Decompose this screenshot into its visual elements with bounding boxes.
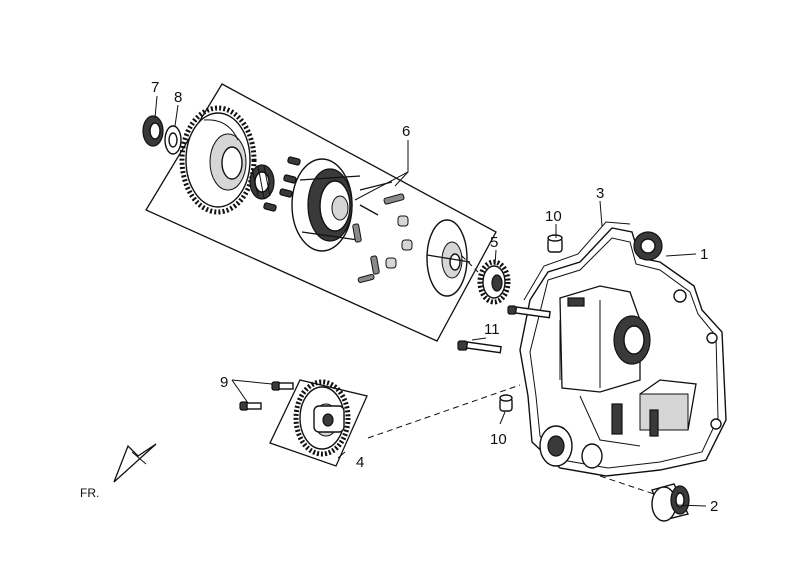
clutch-plate xyxy=(426,219,471,297)
ring-gear xyxy=(179,105,257,215)
front-label: FR. xyxy=(80,486,99,500)
callout-6: 6 xyxy=(402,123,410,140)
bushing xyxy=(651,483,690,522)
starter-clutch-group-panel xyxy=(145,83,497,342)
callout-10-lower: 10 xyxy=(490,431,507,448)
callout-2: 2 xyxy=(710,498,718,515)
oil-pump-panel xyxy=(269,379,368,467)
leader-lines xyxy=(154,95,707,507)
callout-7: 7 xyxy=(151,79,159,96)
callout-11: 11 xyxy=(484,321,500,338)
callout-5: 5 xyxy=(490,234,498,251)
front-direction-arrow-icon xyxy=(113,443,157,483)
crankcase-bolts xyxy=(457,305,551,354)
needle-bearing xyxy=(249,164,275,200)
callout-10-upper: 10 xyxy=(545,208,562,225)
dowel-pin-upper xyxy=(547,234,563,253)
callout-1: 1 xyxy=(700,246,708,263)
one-way-clutch-housing xyxy=(291,158,361,252)
reduction-gear xyxy=(477,259,511,305)
callout-3: 3 xyxy=(596,185,604,202)
oil-pump-gear xyxy=(293,379,351,457)
washer xyxy=(164,125,182,155)
crankcase-gasket xyxy=(523,221,631,301)
callout-4: 4 xyxy=(356,454,364,471)
oil-pump-screws xyxy=(239,381,294,411)
right-crankcase xyxy=(519,227,727,477)
callout-8: 8 xyxy=(174,89,182,106)
clutch-bolts xyxy=(263,156,301,212)
dowel-pin-lower xyxy=(499,394,513,412)
callout-9: 9 xyxy=(220,374,228,391)
oil-seal xyxy=(142,115,164,147)
rollers-and-springs xyxy=(352,181,413,284)
